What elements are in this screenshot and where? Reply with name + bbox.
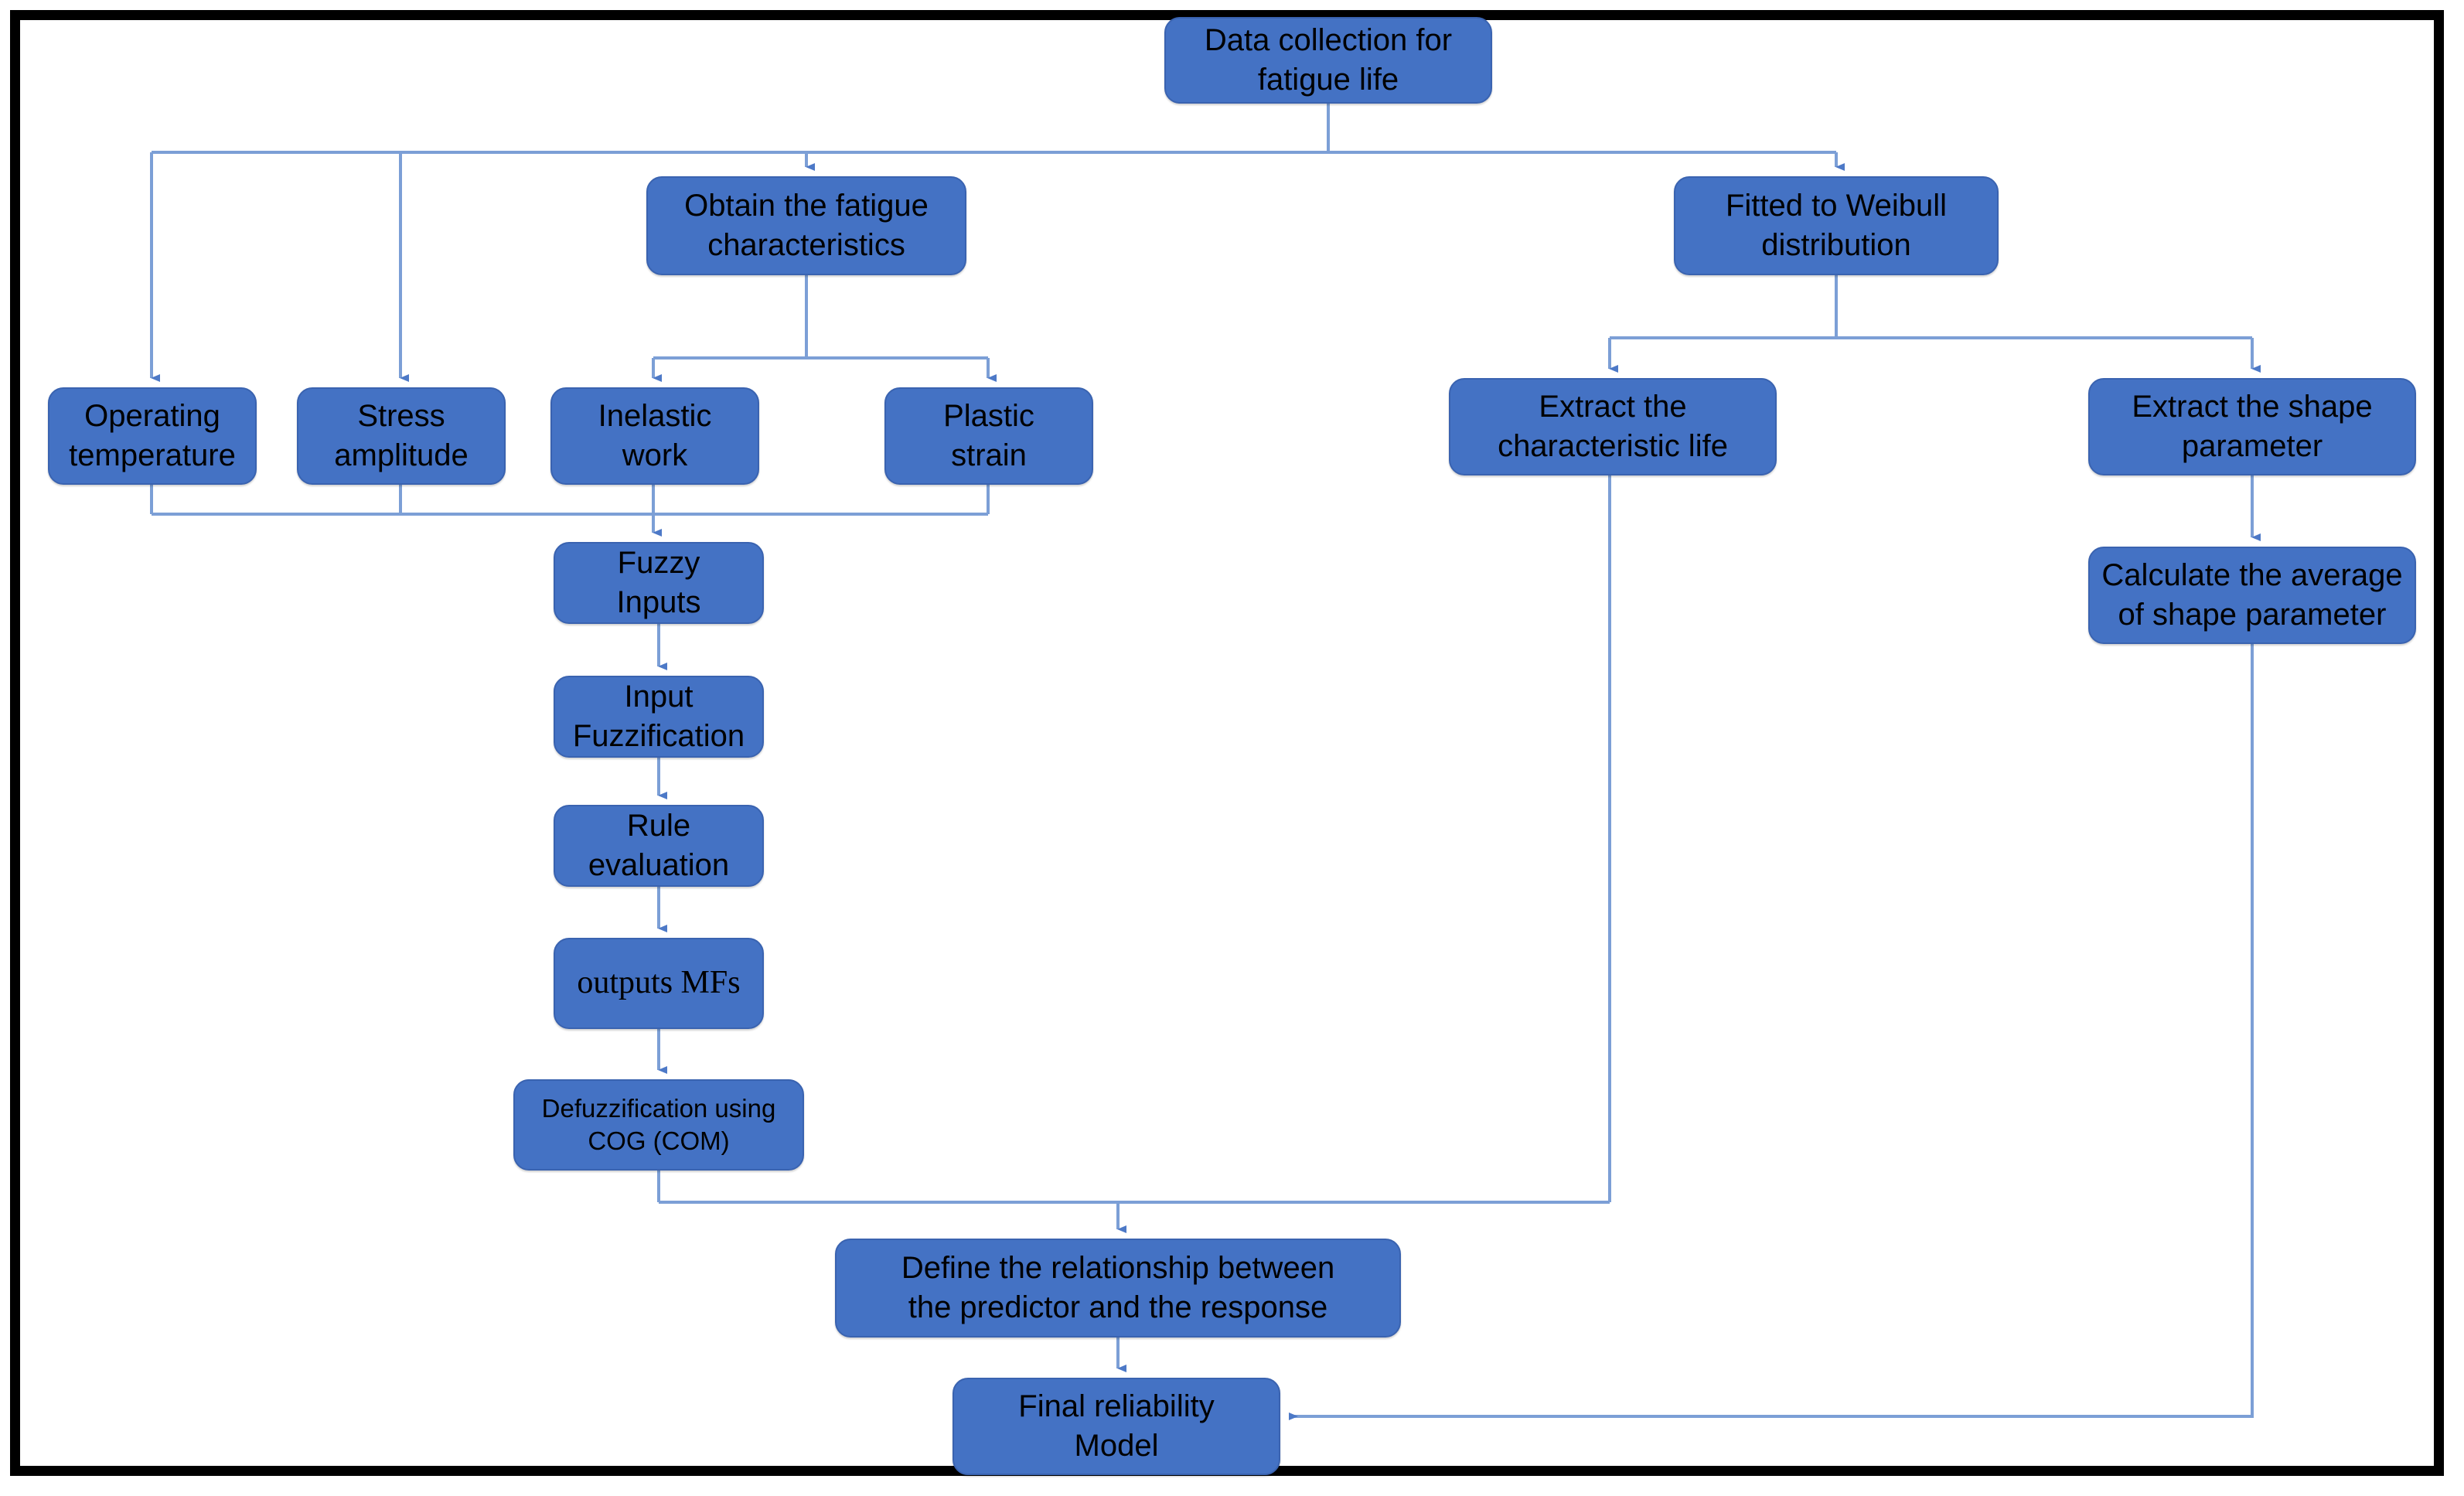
node-operating-temperature[interactable]: Operating temperature — [48, 387, 257, 485]
node-fitted-weibull[interactable]: Fitted to Weibull distribution — [1674, 176, 1999, 275]
node-rule-evaluation[interactable]: Rule evaluation — [554, 805, 764, 887]
node-defuzzification[interactable]: Defuzzification using COG (COM) — [513, 1079, 804, 1171]
node-define-relationship[interactable]: Define the relationship between the pred… — [835, 1239, 1401, 1338]
node-data-collection[interactable]: Data collection for fatigue life — [1164, 17, 1492, 104]
node-extract-characteristic-life[interactable]: Extract the characteristic life — [1449, 378, 1777, 475]
node-calculate-average-shape[interactable]: Calculate the average of shape parameter — [2088, 547, 2416, 644]
node-stress-amplitude[interactable]: Stress amplitude — [297, 387, 506, 485]
node-input-fuzzification[interactable]: Input Fuzzification — [554, 676, 764, 758]
node-extract-shape-parameter[interactable]: Extract the shape parameter — [2088, 378, 2416, 475]
node-obtain-characteristics[interactable]: Obtain the fatigue characteristics — [646, 176, 966, 275]
node-inelastic-work[interactable]: Inelastic work — [550, 387, 759, 485]
node-final-reliability-model[interactable]: Final reliability Model — [953, 1378, 1280, 1475]
node-plastic-strain[interactable]: Plastic strain — [884, 387, 1093, 485]
node-fuzzy-inputs[interactable]: Fuzzy Inputs — [554, 542, 764, 624]
node-outputs-mfs[interactable]: outputs MFs — [554, 938, 764, 1029]
connector-calculate-average-to-final-model — [1289, 644, 2254, 1420]
